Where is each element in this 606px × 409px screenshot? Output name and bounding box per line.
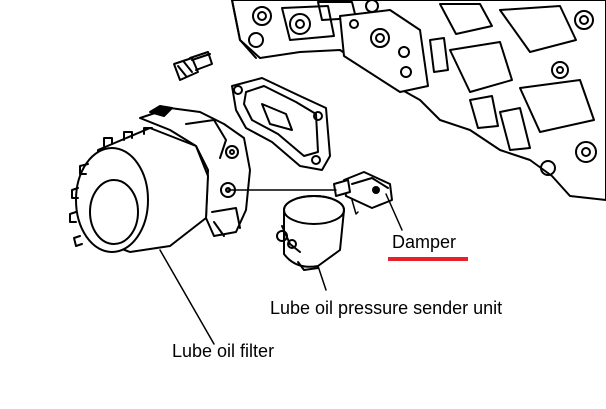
- engine-block: [231, 0, 606, 201]
- damper-part: [333, 171, 393, 209]
- filter-leader-line: [159, 249, 215, 345]
- damper-leader-line: [385, 193, 403, 231]
- damper-label: Damper: [392, 232, 457, 252]
- pressure-sender-unit: [276, 195, 345, 271]
- filter-bracket: [139, 105, 251, 237]
- leader-lines: [159, 189, 403, 345]
- sender-leader-line: [317, 265, 327, 291]
- oil-filter-label: Lube oil filter: [172, 341, 275, 361]
- oil-filter: [69, 127, 209, 253]
- sender-unit-label: Lube oil pressure sender unit: [270, 298, 503, 318]
- bolt: [173, 51, 213, 81]
- gasket: [231, 77, 331, 171]
- damper-highlight-underline: [388, 257, 468, 261]
- sender-damper-link: [351, 199, 359, 215]
